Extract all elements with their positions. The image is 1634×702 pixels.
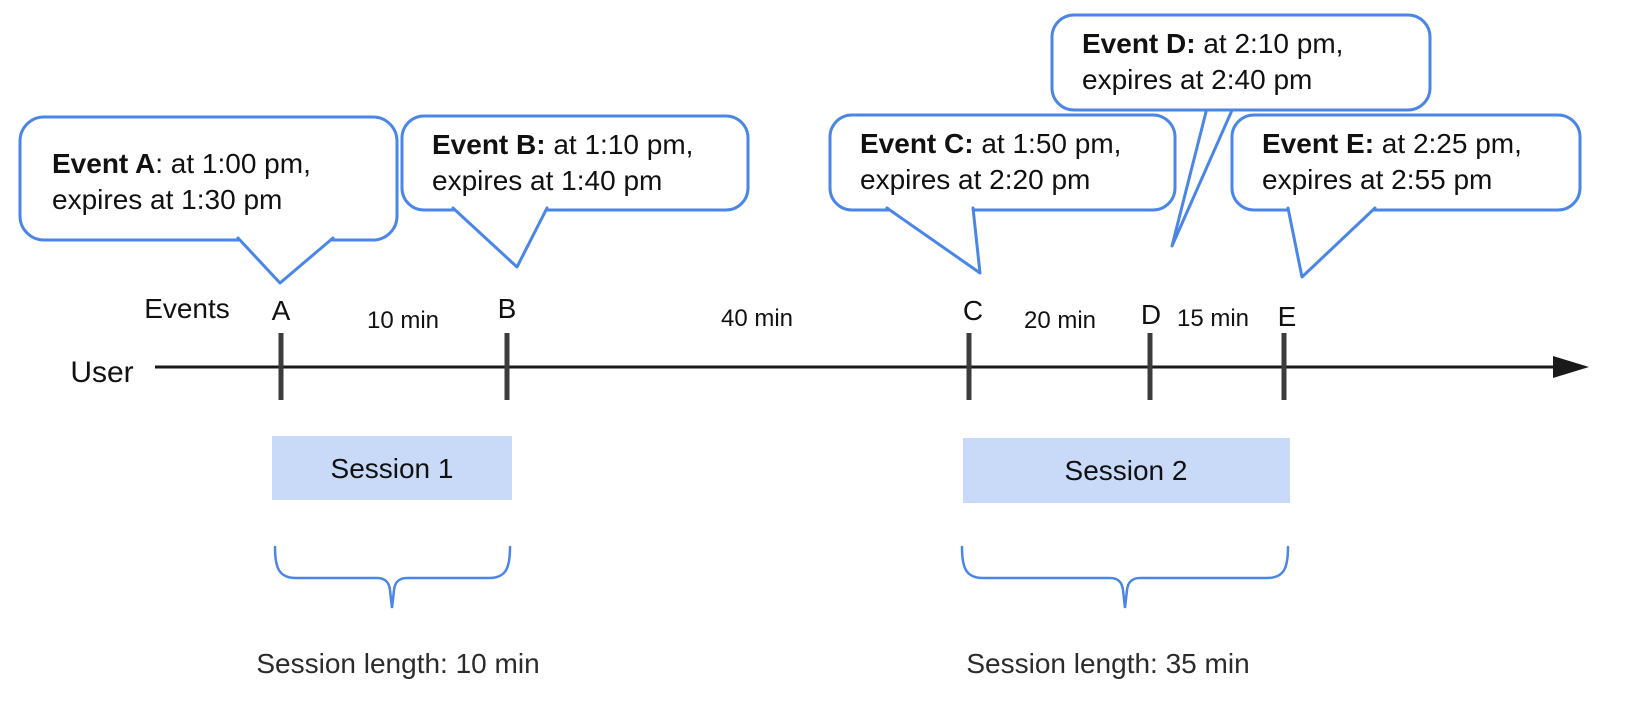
event-e-rest: at 2:25 pm, [1374, 128, 1522, 159]
event-b-bubble: Event B: at 1:10 pm, expires at 1:40 pm [400, 114, 750, 269]
interval-label-b-c: 40 min [721, 305, 793, 332]
event-a-rest: : at 1:00 pm, [155, 148, 311, 179]
event-c-bubble: Event C: at 1:50 pm, expires at 2:20 pm [828, 113, 1177, 275]
event-d-bubble-body [1050, 13, 1432, 112]
interval-label-c-d: 20 min [1024, 307, 1096, 334]
event-b-rest: at 1:10 pm, [546, 129, 694, 160]
event-b-bubble-line2: expires at 1:40 pm [432, 165, 662, 196]
event-letter-d: D [1141, 299, 1161, 330]
event-letter-e: E [1278, 301, 1297, 332]
event-d-bubble-tail [1170, 106, 1235, 248]
event-e-bold: Event E: [1262, 128, 1374, 159]
event-d-bubble-line1: Event D: at 2:10 pm, [1082, 28, 1343, 59]
session-1-length-label: Session length: 10 min [256, 648, 539, 679]
session-2: Session 2 Session length: 35 min [960, 438, 1290, 679]
session-2-box [963, 438, 1290, 503]
event-b-bubble-tail [451, 206, 549, 269]
session-2-brace [960, 545, 1290, 609]
event-c-bold: Event C: [860, 128, 974, 159]
timeline-arrowhead-icon [1553, 356, 1589, 378]
event-c-bubble-body [828, 113, 1177, 212]
event-letter-b: B [498, 293, 517, 324]
session-2-label: Session 2 [1065, 455, 1188, 486]
event-e-bubble-line2: expires at 2:55 pm [1262, 164, 1492, 195]
event-e-bubble-line1: Event E: at 2:25 pm, [1262, 128, 1522, 159]
user-label: User [70, 356, 133, 389]
event-a-bubble: Event A: at 1:00 pm, expires at 1:30 pm [18, 115, 399, 285]
event-e-bubble: Event E: at 2:25 pm, expires at 2:55 pm [1230, 113, 1582, 279]
event-a-bubble-line2: expires at 1:30 pm [52, 184, 282, 215]
event-a-bubble-body [18, 115, 399, 242]
event-e-bubble-tail [1286, 206, 1377, 279]
session-1-brace [273, 545, 512, 609]
event-b-bubble-line1: Event B: at 1:10 pm, [432, 129, 693, 160]
event-e-bubble-body [1230, 113, 1582, 212]
event-b-bold: Event B: [432, 129, 546, 160]
event-a-bubble-tail [236, 236, 335, 285]
session-1: Session 1 Session length: 10 min [256, 436, 540, 679]
event-letter-c: C [963, 295, 983, 326]
event-d-rest: at 2:10 pm, [1196, 28, 1344, 59]
event-c-bubble-tail [885, 206, 982, 275]
session-1-label: Session 1 [331, 453, 454, 484]
event-c-bubble-line1: Event C: at 1:50 pm, [860, 128, 1121, 159]
event-letter-a: A [272, 295, 291, 326]
event-d-bubble-line2: expires at 2:40 pm [1082, 64, 1312, 95]
event-a-bold: Event A [52, 148, 155, 179]
event-c-bubble-line2: expires at 2:20 pm [860, 164, 1090, 195]
event-a-bubble-line1: Event A: at 1:00 pm, [52, 148, 311, 179]
event-d-bubble: Event D: at 2:10 pm, expires at 2:40 pm [1050, 13, 1432, 248]
events-axis-label: Events [144, 293, 230, 324]
session-1-box [272, 436, 512, 500]
event-c-rest: at 1:50 pm, [974, 128, 1122, 159]
session-2-length-label: Session length: 35 min [966, 648, 1249, 679]
event-b-bubble-body [400, 114, 750, 212]
event-d-bold: Event D: [1082, 28, 1196, 59]
interval-label-a-b: 10 min [367, 307, 439, 334]
interval-label-d-e: 15 min [1177, 305, 1249, 332]
